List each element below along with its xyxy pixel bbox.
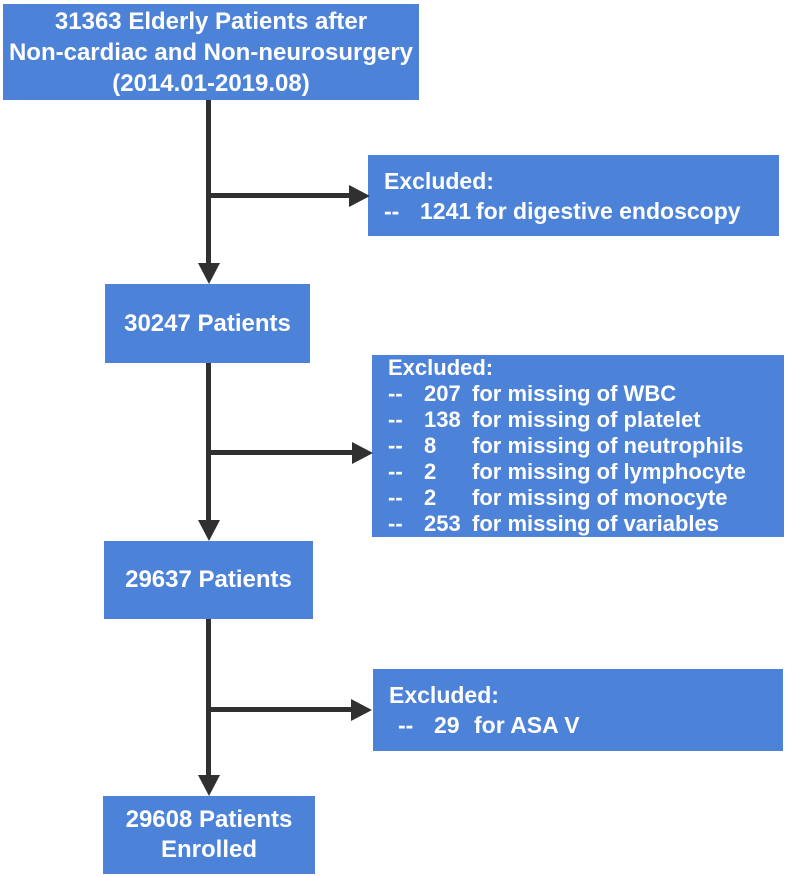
connector-line (206, 619, 211, 779)
excluded-item-count: 2 (424, 485, 437, 510)
excluded-item-count: 29 (434, 712, 460, 738)
excluded-header: Excluded: (388, 355, 494, 380)
top-box-line-1: 31363 Elderly Patients after (54, 7, 368, 35)
patients-enrolled-box: 29608 Patients Enrolled (103, 796, 315, 874)
excluded-item-reason: for missing of variables (472, 511, 719, 536)
excluded-item: -- 253 for missing of variables (388, 511, 778, 537)
arrow-down-icon (198, 263, 220, 284)
excluded-item-reason: for digestive endoscopy (476, 197, 741, 224)
excluded-item-dash: -- (388, 407, 403, 432)
excluded-item-dash: -- (388, 433, 403, 458)
excluded-item-reason: for missing of neutrophils (472, 433, 744, 458)
arrow-down-icon (198, 775, 220, 796)
patients-30247-label: 30247 Patients (124, 309, 291, 337)
excluded-box-endoscopy: Excluded: -- 1241 for digestive endoscop… (368, 155, 779, 236)
connector-line (206, 363, 211, 525)
patients-29637-label: 29637 Patients (125, 566, 292, 593)
arrow-down-icon (198, 520, 220, 541)
excluded-box-asa: Excluded: -- 29 for ASA V (373, 669, 783, 751)
patients-enrolled-line-1: 29608 Patients (125, 806, 293, 833)
arrow-right-icon (349, 185, 370, 207)
excluded-item-dash: -- (398, 712, 414, 738)
excluded-item-dash: -- (388, 381, 403, 406)
excluded-box-missing-data: Excluded: -- 207 for missing of WBC -- 1… (372, 355, 784, 537)
excluded-item: -- 8 for missing of neutrophils (388, 433, 778, 459)
top-population-box: 31363 Elderly Patients after Non-cardiac… (3, 4, 419, 100)
excluded-item-dash: -- (388, 511, 403, 536)
excluded-item: -- 29 for ASA V (389, 710, 777, 740)
excluded-item-reason: for missing of WBC (472, 381, 677, 406)
excluded-item-reason: for ASA V (474, 712, 580, 738)
top-box-line-3: (2014.01-2019.08) (112, 69, 310, 97)
excluded-item-reason: for missing of monocyte (472, 485, 728, 510)
excluded-item-count: 1241 (420, 197, 472, 224)
arrow-right-icon (352, 442, 373, 464)
excluded-item-dash: -- (388, 485, 403, 510)
connector-line (206, 100, 211, 268)
patients-30247-box: 30247 Patients (105, 284, 310, 363)
excluded-item: -- 1241 for digestive endoscopy (384, 196, 773, 226)
patients-enrolled-line-2: Enrolled (160, 836, 257, 863)
excluded-header: Excluded: (389, 682, 499, 708)
excluded-item-count: 8 (424, 433, 437, 458)
excluded-item-count: 2 (424, 459, 437, 484)
excluded-item: -- 2 for missing of monocyte (388, 485, 778, 511)
excluded-item-count: 253 (424, 511, 461, 536)
excluded-header: Excluded: (384, 167, 494, 194)
arrow-right-icon (351, 699, 372, 721)
excluded-item: -- 138 for missing of platelet (388, 407, 778, 433)
patients-29637-box: 29637 Patients (104, 541, 313, 619)
excluded-item-dash: -- (388, 459, 403, 484)
connector-line (209, 193, 353, 198)
excluded-item-dash: -- (384, 197, 400, 224)
excluded-item-reason: for missing of lymphocyte (472, 459, 746, 484)
excluded-item-count: 138 (424, 407, 461, 432)
top-box-line-2: Non-cardiac and Non-neurosurgery (8, 38, 414, 66)
excluded-item-reason: for missing of platelet (472, 407, 701, 432)
connector-line (209, 450, 354, 455)
connector-line (209, 707, 352, 712)
excluded-item-count: 207 (424, 381, 461, 406)
excluded-item: -- 2 for missing of lymphocyte (388, 459, 778, 485)
excluded-item: -- 207 for missing of WBC (388, 381, 778, 407)
